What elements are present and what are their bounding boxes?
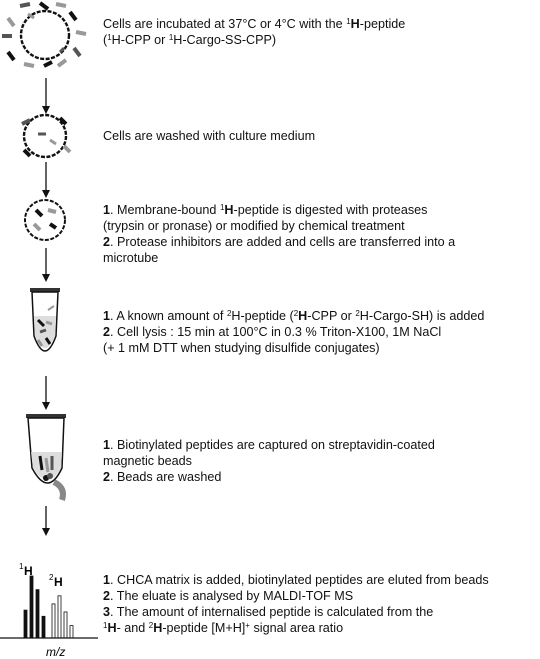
x-axis-label: m/z	[46, 645, 65, 659]
step-6-line: 2. The eluate is analysed by MALDI-TOF M…	[103, 589, 354, 603]
step-3-text: 1. Membrane-bound 1H-peptide is digested…	[103, 202, 540, 266]
step-2-line: Cells are washed with culture medium	[103, 129, 316, 143]
step-5-line: 1. Biotinylated peptides are captured on…	[103, 438, 435, 452]
down-arrow-icon	[42, 376, 50, 410]
peak-1h	[29, 575, 34, 639]
label-1h-sup: 1	[19, 562, 24, 571]
peaks-2h	[51, 595, 74, 639]
label-1h: H	[24, 564, 33, 578]
peak-2h	[51, 603, 56, 639]
step-3-line: (trypsin or pronase) or modified by chem…	[103, 219, 405, 233]
peaks-1h	[23, 575, 46, 639]
step-6-line: 1. CHCA matrix is added, biotinylated pe…	[103, 573, 489, 587]
step-3-line: 1. Membrane-bound 1H-peptide is digested…	[103, 203, 428, 217]
peak-2h	[69, 625, 74, 639]
step-5-line: 2. Beads are washed	[103, 470, 222, 484]
step-1-line: (1H-CPP or 1H-Cargo-SS-CPP)	[103, 33, 277, 47]
washed-cell-icon	[21, 113, 72, 159]
step-6-line: 1H- and 2H-peptide [M+H]+ signal area ra…	[103, 621, 344, 635]
step-5-line: magnetic beads	[103, 454, 192, 468]
peak-1h	[23, 609, 28, 639]
step-3-line: 2. Protease inhibitors are added and cel…	[103, 235, 456, 249]
digested-cell-icon	[24, 199, 66, 241]
magnetic-beads-tube-icon	[26, 414, 66, 501]
peak-2h	[57, 595, 62, 639]
microtube-lysis-icon	[30, 288, 60, 352]
down-arrow-icon	[42, 78, 50, 114]
step-4-line: 2. Cell lysis : 15 min at 100°C in 0.3 %…	[103, 325, 442, 339]
down-arrow-icon	[42, 162, 50, 198]
step-1-line: Cells are incubated at 37°C or 4°C with …	[103, 17, 406, 31]
down-arrow-icon	[42, 506, 50, 536]
peak-1h	[41, 615, 46, 639]
peak-2h	[63, 611, 68, 639]
down-arrow-icon	[42, 248, 50, 282]
peak-1h	[35, 589, 40, 639]
label-2h-sup: 2	[49, 573, 54, 582]
step-4-text: 1. A known amount of 2H-peptide (2H-CPP …	[103, 308, 540, 356]
step-5-text: 1. Biotinylated peptides are captured on…	[103, 437, 540, 485]
step-2-text: Cells are washed with culture medium	[103, 128, 540, 144]
step-4-line: (+ 1 mM DTT when studying disulfide conj…	[103, 341, 380, 355]
cells-with-peptides-icon	[2, 1, 87, 68]
step-4-line: 1. A known amount of 2H-peptide (2H-CPP …	[103, 309, 485, 323]
step-6-line: 3. The amount of internalised peptide is…	[103, 605, 434, 619]
step-1-text: Cells are incubated at 37°C or 4°C with …	[103, 16, 540, 48]
step-6-text: 1. CHCA matrix is added, biotinylated pe…	[103, 572, 540, 636]
step-3-line: microtube	[103, 251, 159, 265]
maldi-spectrum: 1 H 2 H m/z	[0, 562, 98, 659]
label-2h: H	[54, 575, 63, 589]
